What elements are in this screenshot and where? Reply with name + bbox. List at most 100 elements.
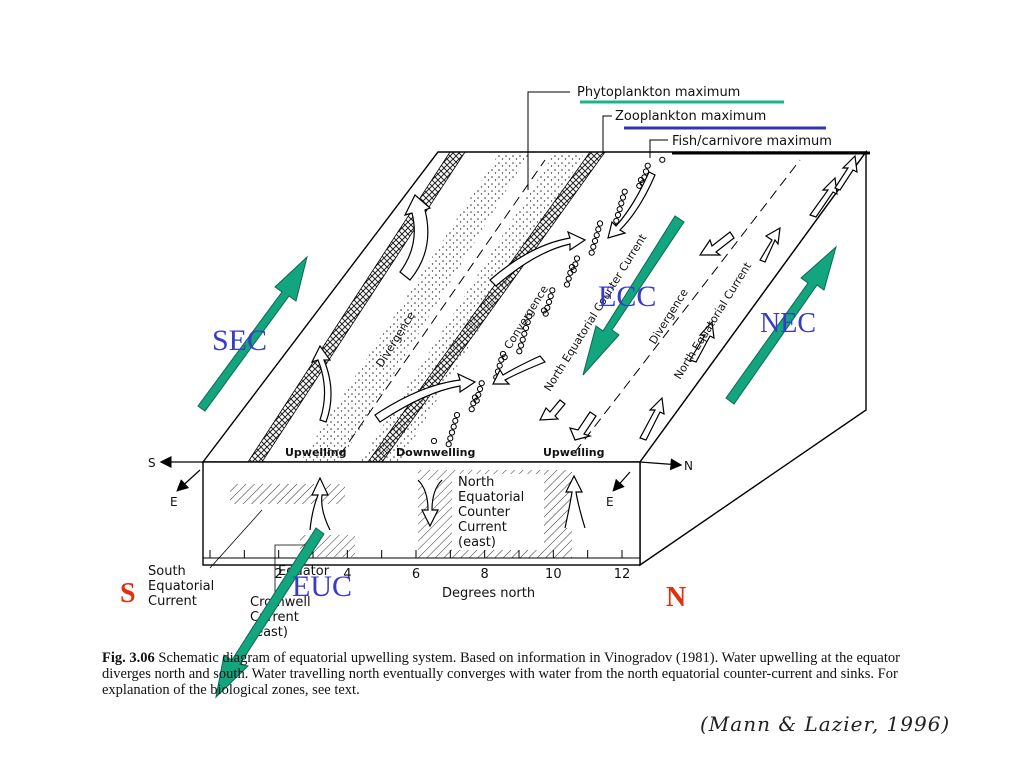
fish-circle	[445, 441, 452, 448]
sec-green-arrow	[197, 255, 308, 412]
axis-tick-label: 2	[275, 567, 283, 582]
fish-circle	[572, 261, 579, 268]
flow-arrow	[759, 226, 781, 263]
fish-circle	[591, 237, 599, 245]
fish-circle	[614, 211, 622, 219]
dotted-band-2	[360, 152, 585, 462]
legend-leader-phyto	[527, 91, 570, 190]
euc-label: EUC	[292, 570, 352, 603]
legend-leader-fish	[649, 139, 668, 158]
fish-circle	[526, 313, 533, 320]
axis-s-label: S	[148, 456, 156, 470]
fish-circle	[595, 226, 602, 233]
axis-tick-label: 10	[545, 567, 562, 582]
flow-arrow	[834, 154, 858, 191]
surface-flow-arrows	[310, 154, 858, 441]
fish-circle	[619, 194, 627, 201]
nec-label: NEC	[760, 308, 816, 339]
fish-circle	[590, 243, 597, 250]
fish-circle	[613, 217, 620, 224]
flow-arrow	[639, 396, 665, 441]
euc-green-arrow	[215, 527, 325, 699]
overlay-arrows	[197, 215, 837, 699]
figure-caption: Fig. 3.06 Schematic diagram of equatoria…	[102, 650, 902, 698]
fish-circle	[519, 336, 526, 343]
hatched-band-2	[367, 151, 606, 463]
fish-circle	[475, 391, 482, 398]
fish-circle	[496, 362, 503, 369]
flow-arrow	[310, 344, 332, 423]
sec-leader	[209, 509, 263, 569]
fish-circle	[573, 255, 581, 262]
figure-number: Fig. 3.06	[102, 650, 155, 666]
necc-line: Current	[458, 520, 507, 535]
citation: (Mann & Lazier, 1996)	[700, 712, 951, 736]
figure-caption-text: Schematic diagram of equatorial upwellin…	[102, 650, 900, 698]
axis-tick-label: 6	[412, 567, 420, 582]
flow-arrow	[698, 231, 735, 256]
axis-tick-label: 8	[481, 567, 489, 582]
sec-line: Equatorial	[148, 579, 214, 594]
fish-circle	[447, 435, 454, 442]
fish-circle	[448, 429, 456, 436]
fish-circle	[501, 354, 508, 361]
necc-line: Counter	[458, 505, 511, 520]
fish-circle	[547, 293, 554, 300]
fish-circle	[618, 200, 625, 207]
fish-circle	[476, 385, 484, 393]
fish-circle	[499, 350, 507, 358]
fish-circle	[542, 310, 549, 317]
necc-front-label: North Equatorial Counter Current (east)	[458, 475, 528, 550]
fish-circle	[478, 380, 485, 387]
flow-arrow	[568, 411, 597, 441]
fish-circle	[450, 423, 457, 430]
fish-circle	[616, 206, 623, 213]
front-face-details	[203, 470, 640, 559]
flow-arrow	[607, 171, 656, 239]
flow-arrow	[399, 194, 432, 281]
hatched-band-1	[247, 151, 466, 463]
fish-circles	[430, 156, 666, 448]
upwelling-label-2: Upwelling	[543, 446, 604, 459]
fish-circle	[563, 281, 571, 288]
axis-ticks: 2 4 6 8 10 12	[209, 550, 631, 582]
axis-tick-label: 4	[343, 567, 351, 582]
dashed-line-1	[339, 159, 546, 456]
fish-circle	[593, 232, 600, 239]
surface-bands	[247, 151, 801, 463]
flow-arrow	[374, 372, 477, 423]
flow-arrow	[689, 320, 715, 363]
legend: Phytoplankton maximum Zooplankton maximu…	[527, 85, 870, 190]
fish-circle	[517, 342, 525, 349]
legend-fish-label: Fish/carnivore maximum	[672, 134, 832, 149]
flow-arrow	[539, 399, 566, 421]
fish-circle	[468, 406, 475, 413]
fish-circle	[521, 330, 528, 337]
fish-circle	[452, 417, 459, 424]
fish-circle	[596, 220, 604, 227]
necc-line: (east)	[458, 535, 496, 550]
axis-tick-label: 12	[614, 567, 631, 582]
fish-circle	[659, 156, 666, 163]
sec-line: South	[148, 564, 186, 579]
downwelling-arrow-front	[417, 479, 443, 528]
upwelling-label-1: Upwelling	[285, 446, 346, 459]
sec-label: SEC	[212, 324, 267, 357]
counter-current-label-bg	[452, 474, 544, 550]
upwelling-arrow-front-1	[309, 476, 331, 531]
fish-circle	[430, 437, 438, 445]
fish-circle	[565, 275, 572, 282]
fish-circle	[524, 319, 531, 326]
axis-title: Degrees north	[442, 586, 535, 601]
downwelling-label: Downwelling	[396, 446, 475, 459]
n-axis-arrow	[639, 458, 683, 471]
fish-circle	[473, 397, 480, 404]
fish-circle	[522, 324, 530, 332]
fish-circle	[545, 298, 553, 306]
fish-circle	[544, 304, 551, 311]
fish-circle	[621, 188, 628, 195]
necc-line: Equatorial	[458, 490, 524, 505]
dotted-band-1	[300, 152, 530, 462]
fish-circle	[453, 411, 461, 419]
